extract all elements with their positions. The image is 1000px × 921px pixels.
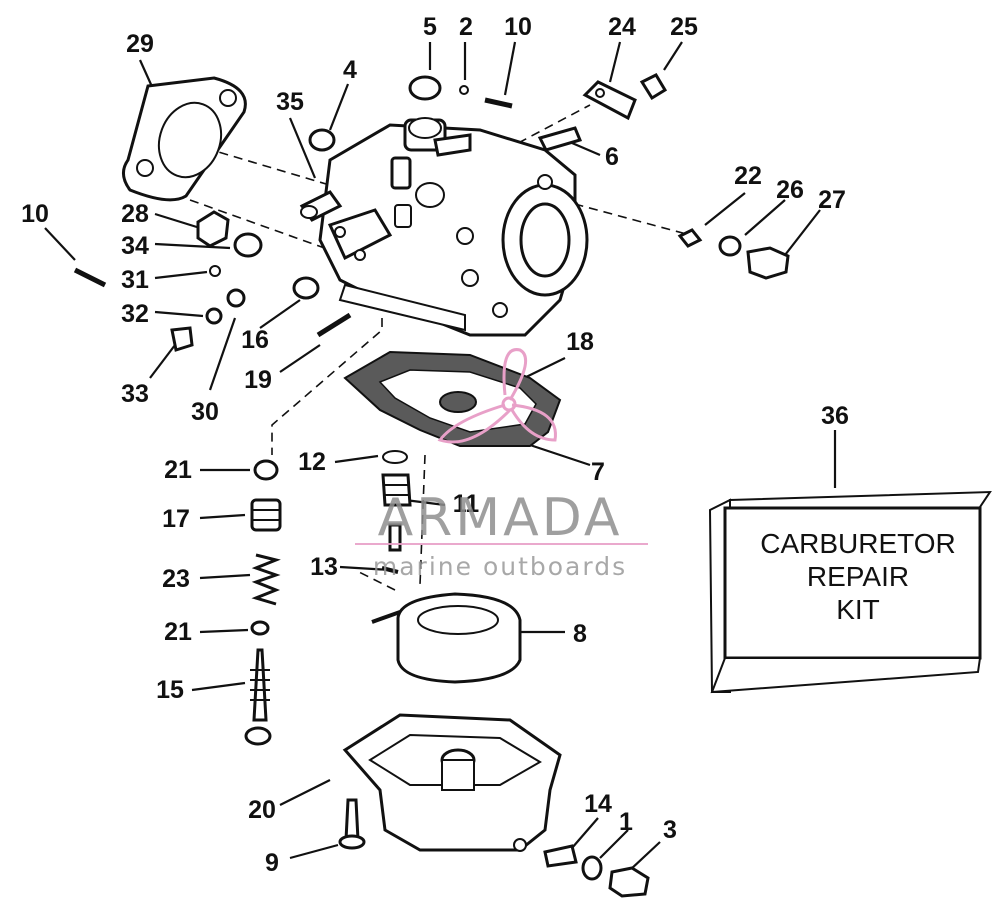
callout-10-left: 10 [21,200,49,228]
pin-10-left [73,267,107,288]
screw-9 [344,798,360,842]
callout-15: 15 [156,676,184,704]
callout-21-top: 21 [164,456,192,484]
lockwasher-30 [226,288,246,308]
callout-9: 9 [265,849,279,877]
callout-1: 1 [619,808,633,836]
callout-5: 5 [423,13,437,41]
screw-33 [170,326,194,352]
watermark-brand: ARMADA [378,488,623,548]
gasket-29 [122,76,247,202]
callout-35: 35 [276,88,304,116]
callout-17: 17 [162,505,190,533]
pin-13 [381,566,399,574]
washer-16 [292,276,320,300]
washer-21-bottom [250,620,270,636]
propeller-logo-icon [437,348,557,444]
washer-1 [581,855,603,881]
screw-22 [677,228,703,248]
nut-28 [196,210,230,248]
plug-4 [308,128,336,152]
float-valve-parts [381,450,412,574]
ring-31 [209,265,221,277]
small-top-parts [308,73,668,152]
callout-13: 13 [310,553,338,581]
armada-watermark: ARMADA marine outboards [355,348,648,581]
screw-25 [639,73,668,101]
washer-32 [205,307,223,325]
washer-26 [718,235,742,257]
spring-23 [251,553,281,606]
callout-2: 2 [459,13,473,41]
callout-4: 4 [343,56,357,84]
pin-10-top [484,97,513,109]
callout-24: 24 [608,13,636,41]
clip-12 [382,450,408,464]
callout-12: 12 [298,448,326,476]
callout-21-bottom: 21 [164,618,192,646]
repair-kit-box: CARBURETOR REPAIR KIT [708,490,992,694]
float-8 [371,592,522,684]
callout-19: 19 [244,366,272,394]
callout-30: 30 [191,398,219,426]
kit-line-2: REPAIR [807,561,909,592]
screw-3 [608,866,650,898]
callout-29: 29 [126,30,154,58]
callout-33: 33 [121,380,149,408]
pin-19 [316,312,352,338]
bracket-24 [582,80,637,121]
callout-10-top: 10 [504,13,532,41]
ball-2 [459,85,469,95]
callout-32: 32 [121,300,149,328]
callout-26: 26 [776,176,804,204]
callout-20: 20 [248,796,276,824]
fitting-17 [250,498,282,532]
callout-11: 11 [453,490,480,518]
callout-6: 6 [605,143,619,171]
bottom-screws [338,798,650,898]
callout-18: 18 [566,328,594,356]
callout-23: 23 [162,565,190,593]
callout-25: 25 [670,13,698,41]
carburetor-body [299,117,589,337]
needle-11 [388,523,402,552]
float-bowl-20 [342,713,562,852]
callout-8: 8 [573,620,587,648]
kit-line-1: CARBURETOR [760,528,956,559]
callout-28: 28 [121,200,149,228]
right-side-parts [677,228,790,280]
callout-31: 31 [121,266,149,294]
callout-22: 22 [734,162,762,190]
needle-valve-stack [244,459,282,746]
callout-numbers: 1 2 3 4 5 6 7 8 9 10 10 11 12 13 14 15 1… [21,13,849,877]
callout-34: 34 [121,232,149,260]
callout-3: 3 [663,816,677,844]
callout-7: 7 [591,458,605,486]
callout-27: 27 [818,186,846,214]
screw-14 [543,844,578,868]
screw-27 [746,246,790,280]
screw-6 [537,126,583,152]
gasket-7 [343,350,562,447]
watermark-tagline: marine outboards [373,552,627,581]
seal-18 [439,391,477,413]
needle-15 [252,648,268,722]
plug-34 [233,232,263,258]
callout-14: 14 [584,790,612,818]
plug-5 [408,75,442,101]
kit-line-3: KIT [836,594,880,625]
washer-21-top [253,459,279,481]
callout-36: 36 [821,402,849,430]
callout-16: 16 [241,326,269,354]
left-side-parts [73,210,352,352]
